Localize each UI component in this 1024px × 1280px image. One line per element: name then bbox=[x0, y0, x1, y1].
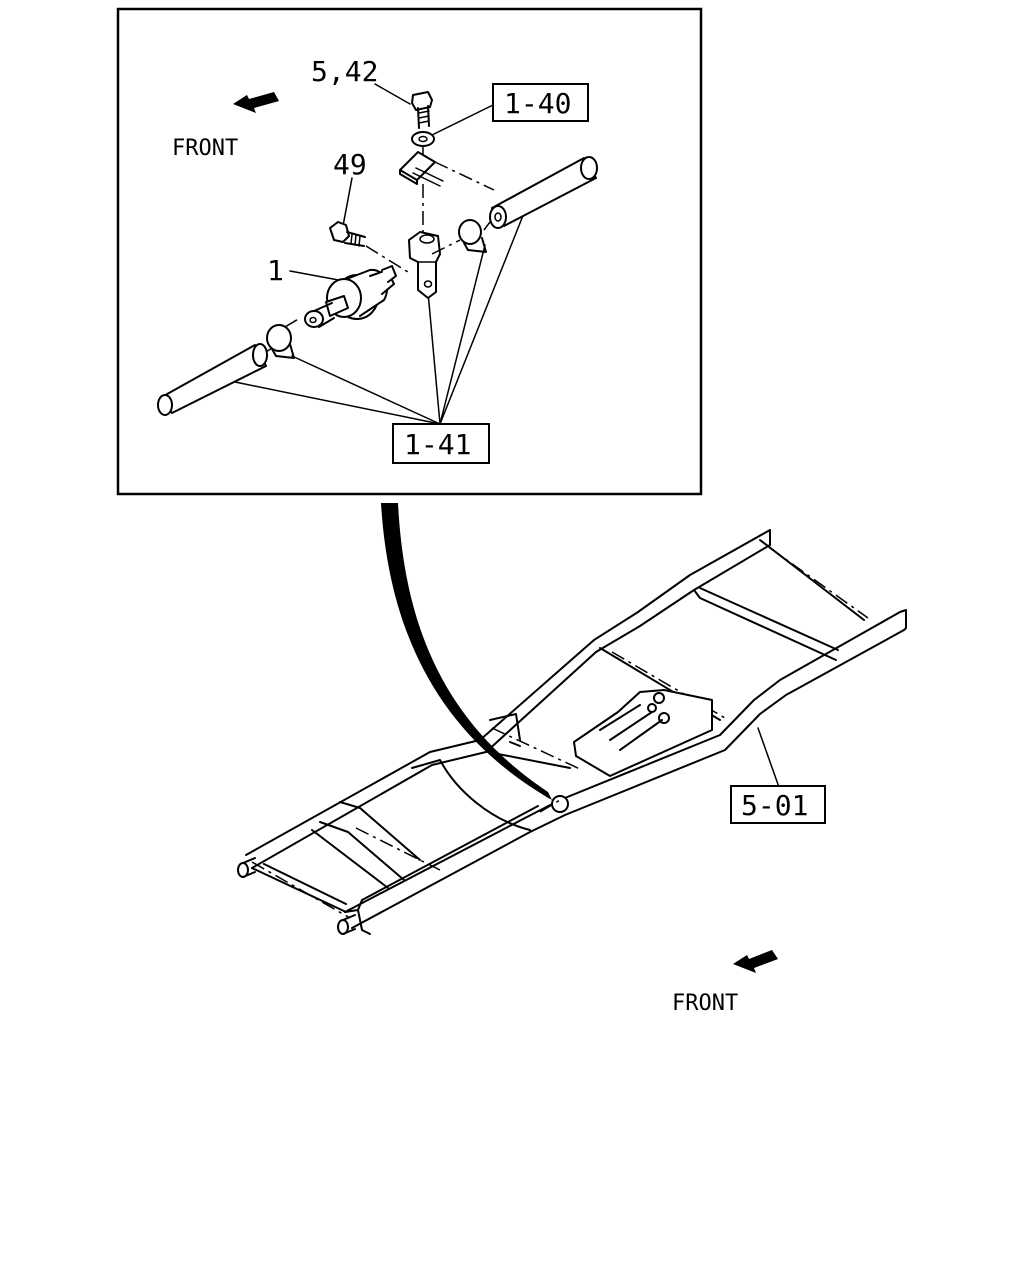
front-arrow-icon bbox=[733, 950, 778, 973]
hose-clip-icon bbox=[408, 231, 441, 299]
detail-inset: FRONT 5,42 49 1 1-40 1-41 bbox=[116, 7, 703, 496]
svg-text:5-01: 5-01 bbox=[741, 789, 808, 822]
hose-clamp-right-icon bbox=[431, 219, 487, 255]
small-bolt-icon bbox=[329, 221, 409, 273]
front-arrow-icon bbox=[233, 92, 279, 113]
overview-front-label: FRONT bbox=[672, 991, 738, 1016]
hose-leader-lines bbox=[234, 202, 529, 425]
ref-box-clip: 1-40 bbox=[492, 83, 589, 122]
fuel-hose-left bbox=[157, 343, 273, 416]
callout-curve bbox=[381, 503, 552, 800]
ref-box-frame: 5-01 bbox=[730, 785, 826, 824]
inset-front-label: FRONT bbox=[172, 136, 238, 161]
bracket-plate bbox=[399, 151, 495, 191]
frame-leader bbox=[757, 727, 781, 791]
svg-text:1-40: 1-40 bbox=[504, 87, 571, 120]
ref-box-hose: 1-41 bbox=[392, 423, 490, 464]
fuel-filter-icon bbox=[304, 265, 397, 328]
fuel-tank bbox=[573, 689, 713, 777]
hose-clamp-left-icon bbox=[266, 317, 301, 359]
bolt-icon bbox=[411, 91, 433, 129]
label-bolt-washer: 5,42 bbox=[311, 55, 378, 88]
svg-text:1-41: 1-41 bbox=[404, 428, 471, 461]
fuel-hose-right bbox=[483, 156, 598, 231]
label-fuel-filter: 1 bbox=[267, 254, 284, 287]
chassis-frame bbox=[237, 529, 907, 935]
label-bolt: 49 bbox=[333, 148, 367, 181]
